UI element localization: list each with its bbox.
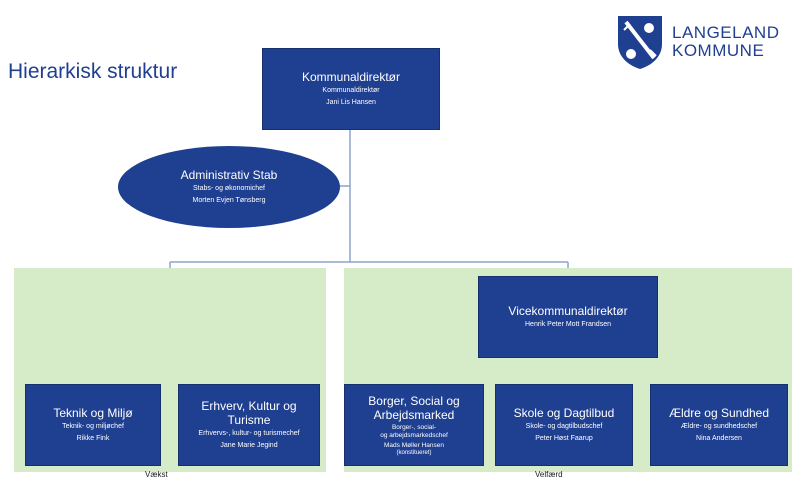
box-title: Skole og Dagtilbud bbox=[513, 406, 615, 420]
box-name: Henrik Peter Mott Frandsen bbox=[525, 321, 611, 328]
box-name: Mads Møller Hansen bbox=[384, 441, 444, 449]
box-skole-og-dagtilbud: Skole og Dagtilbud Skole- og dagtilbudsc… bbox=[495, 384, 633, 466]
box-title: Vicekommunaldirektør bbox=[508, 304, 628, 318]
zone-label-vaekst: Vækst bbox=[145, 470, 168, 479]
zone-label-velfaerd: Velfærd bbox=[535, 470, 563, 479]
box-role: Skole- og dagtilbudschef bbox=[525, 423, 603, 430]
box-role: Borger-, social- og arbejdsmarkedschef bbox=[380, 423, 448, 439]
box-name: Rikke Fink bbox=[76, 435, 110, 442]
logo-line2: KOMMUNE bbox=[672, 41, 765, 60]
ellipse-title: Administrativ Stab bbox=[180, 168, 278, 182]
box-name: Nina Andersen bbox=[696, 435, 742, 442]
logo-line1: LANGELAND bbox=[672, 23, 780, 42]
box-role: Ældre- og sundhedschef bbox=[680, 423, 758, 430]
box-name: Jane Marie Jegind bbox=[220, 442, 278, 449]
ellipse-role: Stabs- og økonomichef bbox=[193, 185, 265, 192]
box-aeldre-og-sundhed: Ældre og Sundhed Ældre- og sundhedschef … bbox=[650, 384, 788, 466]
box-vicekommunaldirektor: Vicekommunaldirektør Henrik Peter Mott F… bbox=[478, 276, 658, 358]
box-kommunaldirektor: Kommunaldirektør Kommunaldirektør Jani L… bbox=[262, 48, 440, 130]
box-erhverv-kultur-turisme: Erhverv, Kultur og Turisme Erhvervs-, ku… bbox=[178, 384, 320, 466]
page-title: Hierarkisk struktur bbox=[8, 60, 178, 83]
box-title: Ældre og Sundhed bbox=[668, 406, 770, 420]
logo: LANGELAND KOMMUNE bbox=[616, 14, 796, 72]
box-name: Peter Høst Faarup bbox=[535, 435, 593, 442]
box-role: Teknik- og miljøchef bbox=[62, 423, 124, 430]
box-role: Kommunaldirektør bbox=[322, 87, 380, 94]
box-borger-social-arbejdsmarked: Borger, Social og Arbejdsmarked Borger-,… bbox=[344, 384, 484, 466]
ellipse-name: Morten Evjen Tønsberg bbox=[192, 197, 266, 204]
box-title: Erhverv, Kultur og Turisme bbox=[201, 399, 297, 427]
box-title: Kommunaldirektør bbox=[301, 70, 401, 84]
box-note: (konstitueret) bbox=[396, 449, 432, 456]
shield-crest-icon bbox=[618, 16, 662, 69]
box-title: Borger, Social og Arbejdsmarked bbox=[368, 393, 460, 422]
box-name: Jani Lis Hansen bbox=[326, 99, 376, 106]
ellipse-administrativ-stab: Administrativ Stab Stabs- og økonomichef… bbox=[118, 146, 340, 228]
box-teknik-og-miljo: Teknik og Miljø Teknik- og miljøchef Rik… bbox=[25, 384, 161, 466]
box-role: Erhvervs-, kultur- og turismechef bbox=[198, 430, 300, 437]
box-title: Teknik og Miljø bbox=[53, 406, 133, 420]
